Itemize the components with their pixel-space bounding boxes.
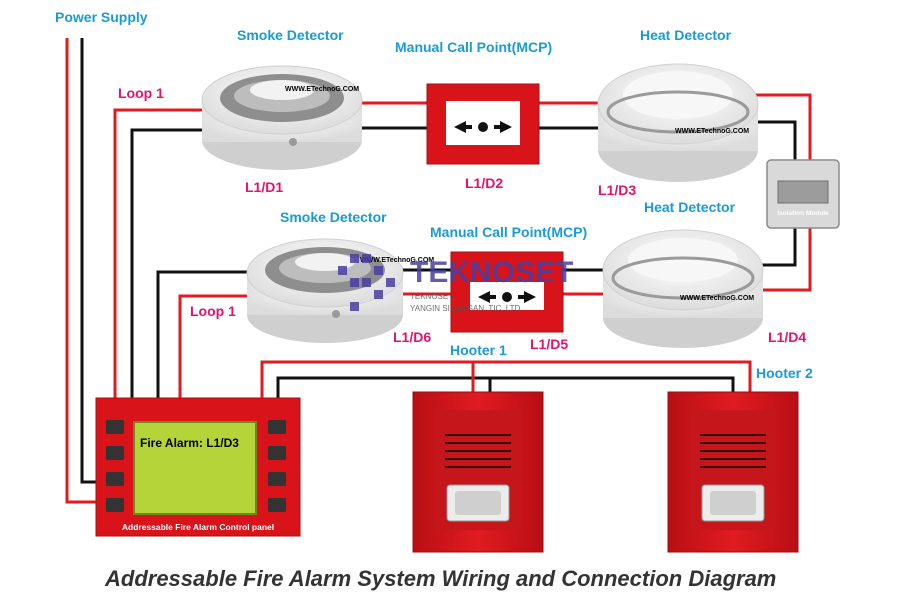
loop-top-wires [113, 93, 812, 398]
smoke-detector-1-label: Smoke Detector [237, 27, 344, 43]
heat-detector-2-label: Heat Detector [644, 199, 736, 215]
isolation-module-label: Isolation Module [777, 210, 829, 217]
panel-left-buttons[interactable] [106, 420, 124, 512]
power-supply-label: Power Supply [55, 9, 148, 25]
diagram-title: Addressable Fire Alarm System Wiring and… [104, 566, 776, 591]
panel-button[interactable] [268, 420, 286, 434]
manual-call-point-2: Manual Call Point(MCP) L1/D5 [430, 224, 587, 352]
hooter-1-label: Hooter 1 [450, 342, 507, 358]
panel-right-buttons[interactable] [268, 420, 286, 512]
manual-call-point-1: Manual Call Point(MCP) L1/D2 [395, 39, 552, 191]
heat-detector-2-watermark: WWW.ETechnoG.COM [680, 295, 754, 302]
teknoset-logo-line2: YANGIN SI ERI SAN. TIC. LTD. [410, 304, 522, 313]
heat-detector-2-address: L1/D4 [768, 329, 806, 345]
smoke-detector-1-watermark: WWW.ETechnoG.COM [285, 86, 359, 93]
panel-button[interactable] [268, 498, 286, 512]
smoke-detector-1: Smoke Detector WWW.ETechnoG.COM L1/D1 [201, 27, 363, 195]
manual-call-point-2-label: Manual Call Point(MCP) [430, 224, 587, 240]
manual-call-point-2-address: L1/D5 [530, 336, 568, 352]
hooter-2-label: Hooter 2 [756, 365, 813, 381]
teknoset-logo-line1: TEKNOSET [410, 292, 453, 301]
hooter-1: Hooter 1 [412, 342, 544, 553]
panel-button[interactable] [106, 420, 124, 434]
smoke-detector-2: Smoke Detector WWW.ETechnoG.COM L1/D6 [246, 209, 434, 345]
panel-screen-text: Fire Alarm: L1/D3 [140, 436, 239, 450]
loop-label-bottom: Loop 1 [190, 303, 236, 319]
teknoset-logo-brand: TEKNOSET [410, 256, 573, 289]
smoke-detector-1-address: L1/D1 [245, 179, 283, 195]
panel-button[interactable] [268, 446, 286, 460]
manual-call-point-1-address: L1/D2 [465, 175, 503, 191]
hooter-wires [260, 360, 752, 398]
heat-detector-1: Heat Detector WWW.ETechnoG.COM L1/D3 [597, 27, 759, 198]
panel-label: Addressable Fire Alarm Control panel [122, 522, 274, 532]
isolation-module: Isolation Module [766, 159, 840, 229]
smoke-detector-2-label: Smoke Detector [280, 209, 387, 225]
heat-detector-1-address: L1/D3 [598, 182, 636, 198]
hooter-2: Hooter 2 [667, 365, 813, 553]
panel-button[interactable] [106, 446, 124, 460]
manual-call-point-1-label: Manual Call Point(MCP) [395, 39, 552, 55]
heat-detector-1-watermark: WWW.ETechnoG.COM [675, 128, 749, 135]
heat-detector-2: Heat Detector WWW.ETechnoG.COM L1/D4 [602, 199, 806, 348]
power-supply-wires [65, 38, 97, 504]
teknoset-logo: TEKNOSET TEKNOSET YANGIN SI ERI SAN. TIC… [338, 254, 573, 313]
panel-button[interactable] [268, 472, 286, 486]
loop-bottom-wires [156, 268, 610, 398]
panel-button[interactable] [106, 472, 124, 486]
control-panel: Fire Alarm: L1/D3 Addressable Fire Alarm… [95, 397, 301, 537]
panel-button[interactable] [106, 498, 124, 512]
loop-label-top: Loop 1 [118, 85, 164, 101]
smoke-detector-2-address: L1/D6 [393, 329, 431, 345]
smoke-detector-2-watermark: WWW.ETechnoG.COM [360, 257, 434, 264]
heat-detector-1-label: Heat Detector [640, 27, 732, 43]
